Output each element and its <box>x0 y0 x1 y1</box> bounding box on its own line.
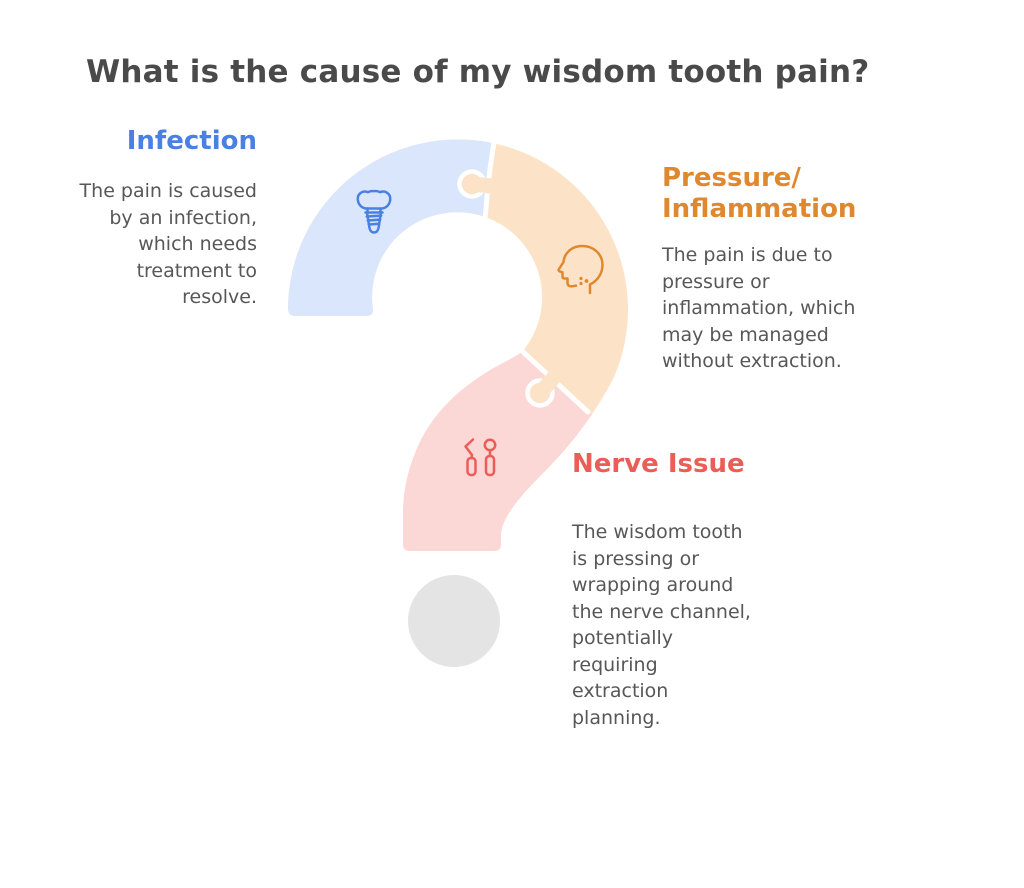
section-infection: Infection The pain is caused by an infec… <box>27 126 257 311</box>
head-jaw-pain-icon <box>557 244 604 295</box>
question-mark-dot <box>408 575 500 667</box>
dental-tools-icon <box>464 438 497 477</box>
puzzle-knob-bottom-neck <box>536 370 562 396</box>
section-nerve-body: The wisdom tooth is pressing or wrapping… <box>572 521 751 729</box>
section-infection-body: The pain is caused by an infection, whic… <box>79 180 257 308</box>
section-pressure-heading: Pressure/ Inflammation <box>662 163 857 224</box>
puzzle-knob-top-neck <box>470 176 493 194</box>
section-pressure-body: The pain is due to pressure or inflammat… <box>662 244 856 372</box>
dental-implant-icon <box>356 189 392 234</box>
section-pressure-inflammation: Pressure/ Inflammation The pain is due t… <box>662 163 914 375</box>
section-nerve-heading: Nerve Issue <box>572 449 745 479</box>
page-title: What is the cause of my wisdom tooth pai… <box>86 54 870 90</box>
section-nerve-issue: Nerve Issue The wisdom tooth is pressing… <box>572 449 804 731</box>
section-infection-heading: Infection <box>126 126 257 156</box>
